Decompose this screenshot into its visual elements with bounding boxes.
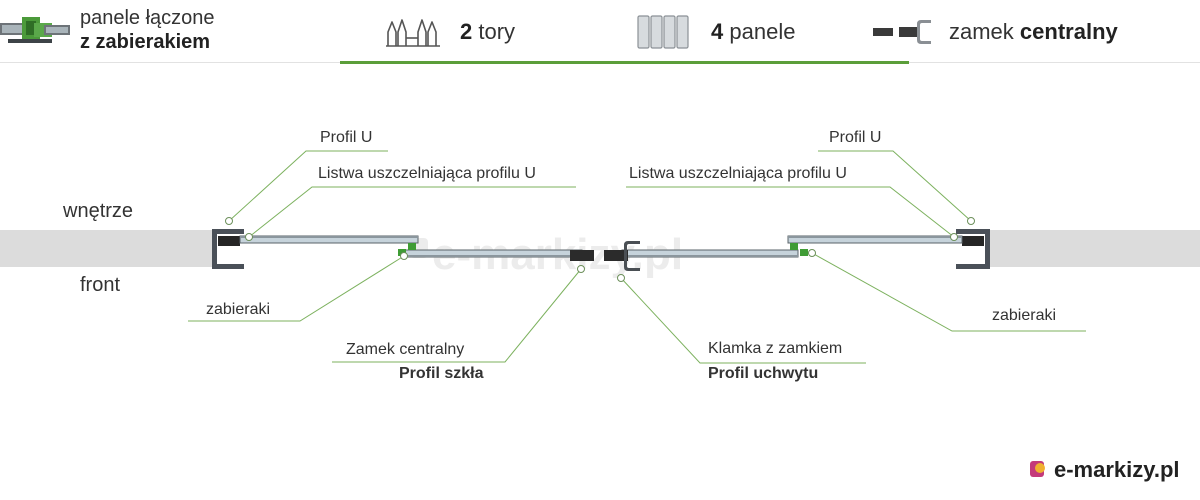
label-central-lock: Zamek centralny [346, 341, 465, 358]
feature-connected-panels: panele łączone z zabierakiem [0, 0, 215, 60]
left-u-profile [212, 229, 244, 269]
driver-right-1 [790, 243, 798, 250]
inner-panel-right [787, 235, 963, 244]
inside-label: wnętrze [63, 200, 134, 222]
driver-left-2 [398, 249, 406, 256]
label-profile-u-left: Profil U [320, 129, 373, 146]
brand-logo-icon [1030, 461, 1045, 477]
handle-profile-part [624, 241, 640, 271]
feature-panels-line2: z zabierakiem [80, 31, 211, 53]
label-drivers-left: zabieraki [206, 301, 271, 318]
leader-lines [188, 150, 1086, 364]
label-handle-lock: Klamka z zamkiem [708, 340, 843, 357]
feature-header: panele łączone z zabierakiem 2 tory 4 pa… [0, 0, 1200, 62]
header-accent-bar [340, 61, 909, 64]
feature-tracks: 2 tory [384, 14, 515, 50]
cross-section-diagram: e-markizy.pl [0, 63, 1200, 500]
tracks-text: tory [478, 19, 516, 44]
right-seal-strip [962, 236, 984, 246]
outer-panel-left [401, 249, 583, 258]
brand-logo: e-markizy.pl [1030, 457, 1180, 483]
feature-panels-line1: panele łączone [80, 7, 215, 29]
label-drivers-right: zabieraki [992, 307, 1057, 324]
right-u-profile [956, 229, 990, 269]
label-glass-profile: Profil szkła [399, 365, 484, 382]
driver-left-1 [408, 243, 416, 250]
diagram-drawing: e-markizy.pl [0, 150, 1200, 364]
inner-panel-left [239, 235, 419, 244]
label-handle-profile: Profil uchwytu [708, 365, 819, 382]
outer-panel-right [621, 249, 799, 258]
four-panels-icon [637, 15, 689, 49]
lock-bold: centralny [1019, 19, 1118, 44]
left-seal-strip [218, 236, 240, 246]
track-rail-icon [386, 19, 440, 47]
brand-text: e-markizy.pl [1054, 457, 1180, 482]
driver-right-2 [800, 249, 808, 256]
lock-text: zamek [949, 19, 1014, 44]
feature-panel-count: 4 panele [637, 14, 795, 50]
handle-lock-part [604, 250, 628, 261]
panel-count-number: 4 [711, 19, 724, 44]
feature-central-lock: zamek centralny [873, 14, 1118, 50]
central-lock-part [570, 250, 594, 261]
central-lock-icon [873, 20, 931, 44]
panel-count-text: panele [729, 19, 796, 44]
front-label: front [80, 274, 121, 296]
label-seal-left: Listwa uszczelniająca profilu U [318, 165, 536, 182]
label-profile-u-right: Profil U [829, 129, 882, 146]
tracks-number: 2 [460, 19, 473, 44]
label-seal-right: Listwa uszczelniająca profilu U [629, 165, 847, 182]
leader-endpoints [225, 217, 975, 282]
connected-panels-icon [0, 17, 70, 43]
